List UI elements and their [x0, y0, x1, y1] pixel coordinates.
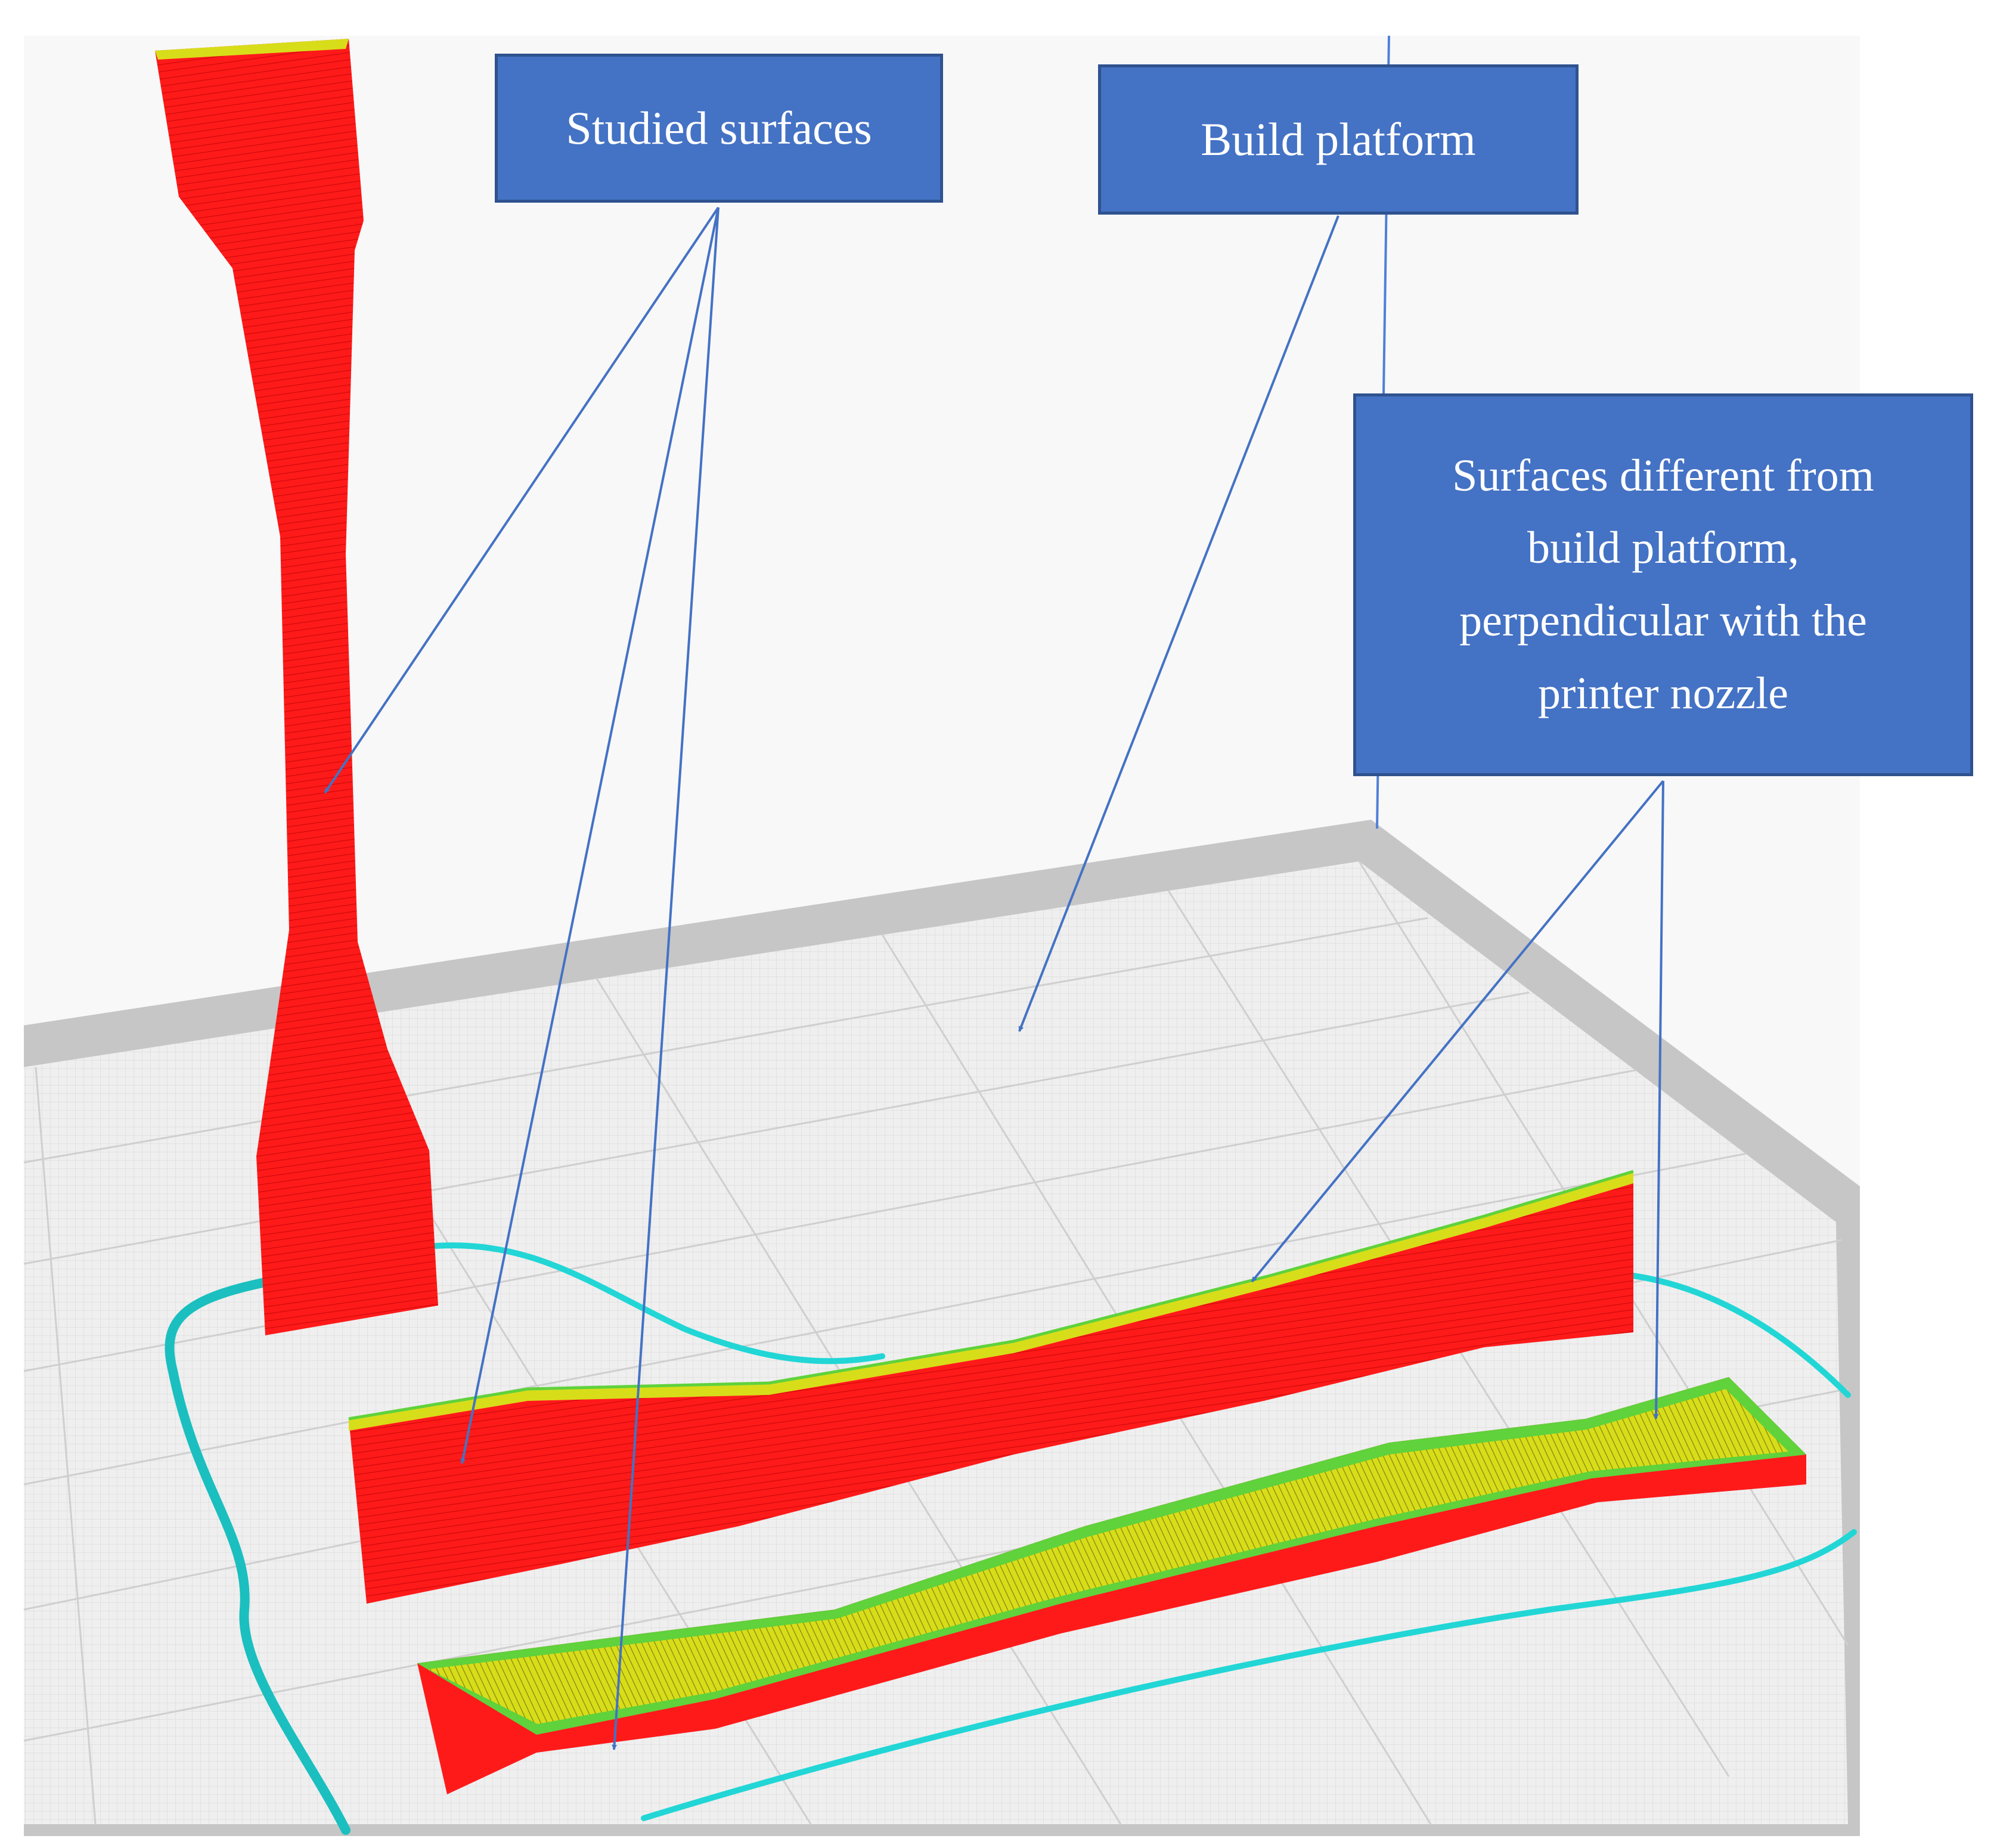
- lying-specimen-side: [348, 1170, 1634, 1604]
- skirt-outline: [165, 1277, 351, 1835]
- arrow-studied-to-flat: [612, 207, 720, 1750]
- callout-build-platform: Build platform: [1098, 64, 1579, 215]
- arrow-studied-to-standing: [324, 206, 720, 794]
- skirt-outline-3: [1630, 1273, 1851, 1398]
- callout-studied-surfaces-text: Studied surfaces: [566, 102, 872, 154]
- arrow-studied-to-lying: [460, 207, 720, 1464]
- callout-build-platform-text: Build platform: [1201, 113, 1476, 165]
- callout-different-surfaces: Surfaces different from build platform, …: [1353, 393, 1973, 776]
- callout-different-surfaces-text: Surfaces different from build platform, …: [1452, 450, 1874, 718]
- skirt-outline-4: [641, 1529, 1857, 1821]
- platform-surface: [24, 861, 1848, 1824]
- arrow-platform: [1018, 215, 1339, 1032]
- skirt-outline-2: [432, 1242, 885, 1365]
- flat-specimen: [417, 1377, 1806, 1794]
- arrows: [324, 206, 1664, 1750]
- callout-studied-surfaces: Studied surfaces: [495, 54, 943, 203]
- arrow-different-to-lying: [1251, 780, 1664, 1283]
- standing-specimen: [155, 39, 438, 1335]
- arrow-different-to-flat: [1653, 780, 1664, 1419]
